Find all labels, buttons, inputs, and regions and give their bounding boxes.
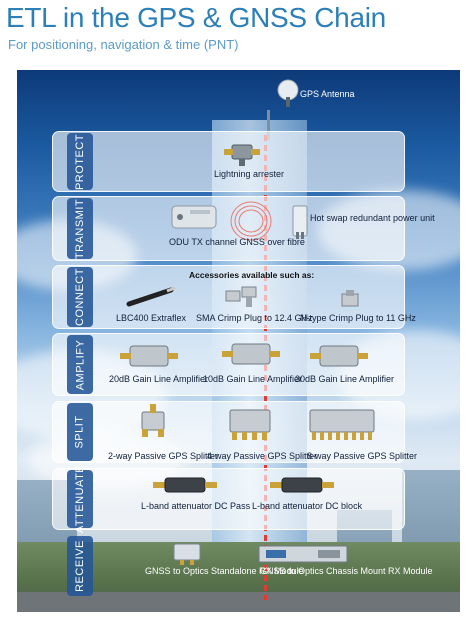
stage-panel-transmit [52, 196, 405, 261]
splitter-8way-label: 8-way Passive GPS Splitter [307, 451, 418, 461]
amplifier-10db-icon [222, 336, 280, 370]
splitter-8way-icon [307, 404, 377, 444]
amplifier-30db-label: 30dB Gain Line Amplifier [295, 374, 395, 384]
accessories-heading: Accessories available such as: [189, 270, 315, 280]
stage-panel-protect [52, 131, 405, 192]
tab-connect: CONNECT [67, 267, 93, 327]
n-type-plug-label: N-type Crimp Plug to 11 GHz [300, 313, 416, 323]
lightning-arrester-label: Lightning arrester [214, 169, 285, 179]
gps-antenna-icon [276, 79, 300, 107]
chassis-rx-label: GNSS to Optics Chassis Mount RX Module [260, 566, 433, 576]
amplifier-10db-label: 10dB Gain Line Amplifier [203, 374, 303, 384]
cable-label: LBC400 Extraflex [116, 313, 187, 323]
tab-amplify: AMPLIFY [67, 335, 93, 394]
page-subtitle: For positioning, navigation & time (PNT) [8, 37, 239, 52]
sma-plug-label: SMA Crimp Plug to 12.4 GHz [196, 313, 313, 323]
chassis-rx-icon [258, 543, 348, 565]
rx-module-icon [170, 540, 204, 566]
splitter-4way-label: 4-way Passive GPS Splitter [207, 451, 318, 461]
odu-tx-label: ODU TX channel GNSS over fibre [169, 237, 305, 247]
page-title: ETL in the GPS & GNSS Chain [6, 2, 386, 33]
amplifier-20db-icon [120, 338, 178, 372]
attenuator-dc-block-icon [270, 475, 334, 495]
splitter-2way-icon [136, 404, 170, 438]
tab-protect: PROTECT [67, 133, 93, 190]
stage-panel-attenuate [52, 468, 405, 530]
splitter-4way-icon [226, 404, 274, 444]
n-type-plug-icon [338, 288, 364, 310]
tab-split: SPLIT [67, 403, 93, 461]
odu-tx-icon [170, 202, 220, 232]
cable-icon [125, 286, 177, 308]
attenuator-dc-pass-icon [153, 475, 217, 495]
power-unit-icon [290, 204, 310, 240]
amplifier-30db-icon [310, 338, 368, 372]
tab-attenuate: ATTENUATE [67, 465, 93, 533]
tab-receive: RECEIVE [67, 536, 93, 596]
sma-plug-icon [222, 283, 262, 309]
amplifier-20db-label: 20dB Gain Line Amplifier [109, 374, 209, 384]
attenuator-dc-pass-label: L-band attenuator DC Pass [141, 501, 251, 511]
fibre-coil-icon [228, 199, 274, 243]
antenna-label: GPS Antenna [300, 89, 355, 99]
tab-transmit: TRANSMIT [67, 198, 93, 259]
power-unit-label: Hot swap redundant power unit [310, 213, 435, 223]
splitter-2way-label: 2-way Passive GPS Splitter [108, 451, 219, 461]
road [17, 592, 460, 612]
rx-module-label: GNSS to Optics Standalone RX Module [145, 566, 304, 576]
attenuator-dc-block-label: L-band attenuator DC block [252, 501, 363, 511]
lightning-arrester-icon [224, 139, 260, 167]
